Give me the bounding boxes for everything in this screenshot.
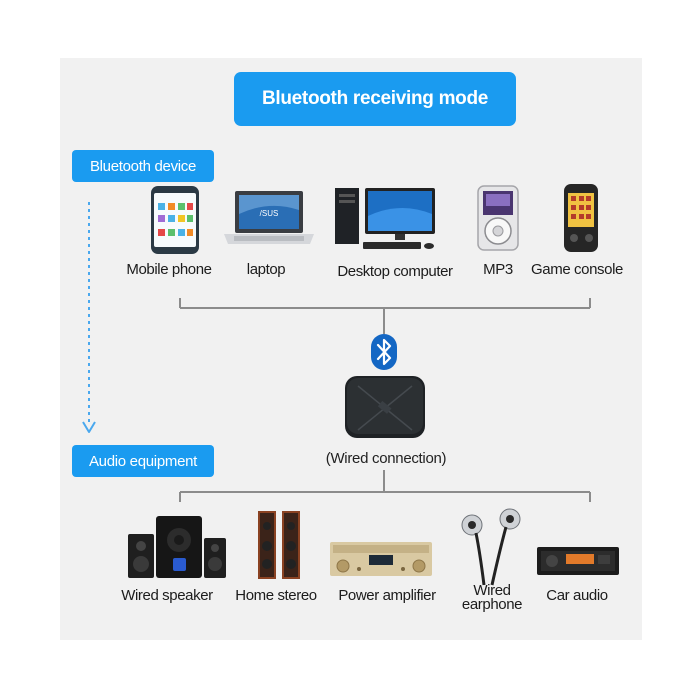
earphone-label-line2: earphone — [461, 596, 523, 613]
bluetooth-device-tag: Bluetooth device — [72, 150, 214, 182]
desktop-computer-icon — [333, 186, 437, 252]
laptop-icon: /SUS — [222, 190, 316, 248]
svg-text:/SUS: /SUS — [260, 209, 279, 218]
device-label-power-amplifier: Power amplifier — [338, 587, 436, 604]
speaker-icon — [126, 514, 228, 580]
flow-arrow — [82, 202, 96, 433]
car-audio-icon — [536, 546, 620, 576]
device-label-wired-speaker: Wired speaker — [121, 587, 213, 604]
device-label-desktop-computer: Desktop computer — [337, 263, 453, 280]
device-label-wired-earphone: Wired earphone — [461, 582, 523, 613]
device-label-car-audio: Car audio — [546, 587, 608, 604]
earphone-label-line1: Wired — [473, 582, 511, 599]
device-label-mobile-phone: Mobile phone — [126, 261, 212, 278]
device-label-game-console: Game console — [531, 261, 623, 278]
device-label-laptop: laptop — [246, 261, 286, 278]
title-banner: Bluetooth receiving mode — [234, 72, 516, 126]
bluetooth-receiver-icon — [343, 374, 427, 444]
earphone-icon — [458, 508, 528, 586]
mobile-phone-icon — [150, 185, 200, 255]
wired-connection-label: (Wired connection) — [325, 450, 447, 467]
home-stereo-icon — [256, 510, 304, 580]
device-label-mp3: MP3 — [483, 261, 513, 278]
game-console-icon — [562, 183, 600, 253]
bluetooth-icon — [371, 334, 397, 370]
device-label-home-stereo: Home stereo — [235, 587, 317, 604]
power-amplifier-icon — [329, 540, 433, 578]
mp3-player-icon — [476, 185, 520, 253]
audio-equipment-tag: Audio equipment — [72, 445, 214, 477]
